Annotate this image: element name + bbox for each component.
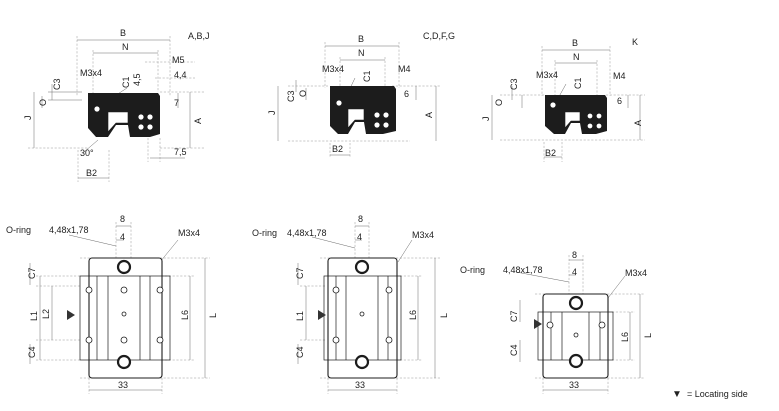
dim-label-C1: C1	[573, 77, 583, 89]
dim-label-C1: C1	[121, 76, 131, 88]
dim-label-O: O	[494, 99, 504, 106]
dim-label-4-4: 4,4	[174, 70, 187, 80]
dim-label-8: 8	[572, 250, 577, 260]
top-view-large: O-ring 4,48x1,78 8 4 M3x4 33 L L6 L1 L2 …	[6, 214, 218, 394]
dim-label-A: A	[424, 112, 434, 118]
o-ring-label: O-ring	[460, 265, 485, 275]
o-ring-label: O-ring	[6, 225, 31, 235]
o-ring-size: 4,48x1,78	[503, 265, 543, 275]
dim-label-L6: L6	[180, 310, 190, 320]
dim-label-M3x4: M3x4	[322, 64, 344, 74]
dim-label-C4: C4	[27, 346, 37, 358]
dim-label-8: 8	[358, 214, 363, 224]
dim-label-C7: C7	[27, 267, 37, 279]
dim-label-6: 6	[617, 96, 622, 106]
dim-label-4: 4	[572, 267, 577, 277]
dim-label-A: A	[633, 120, 643, 126]
dim-label-33: 33	[355, 380, 365, 390]
dim-label-4-5: 4,5	[132, 73, 142, 86]
end-view-k: B K N M3x4 M4 6 B2 C3 O J A C1	[481, 37, 645, 162]
dim-label-C4: C4	[295, 346, 305, 358]
top-view-medium: O-ring 4,48x1,78 8 4 M3x4 33 L L6 L1 C7 …	[252, 214, 449, 394]
dim-label-C7: C7	[295, 267, 305, 279]
top-view-short: O-ring 4,48x1,78 8 4 M3x4 33 L L6 C7 C4	[460, 250, 653, 394]
dim-label-4: 4	[120, 232, 125, 242]
dim-label-M3x4: M3x4	[178, 228, 200, 238]
dim-label-7-5: 7,5	[174, 147, 187, 157]
dim-label-M4: M4	[613, 71, 626, 81]
dim-label-L6: L6	[408, 310, 418, 320]
dim-label-4: 4	[357, 232, 362, 242]
dim-label-C3: C3	[286, 90, 296, 102]
dim-label-33: 33	[118, 380, 128, 390]
mounting-hole	[85, 286, 93, 294]
o-ring-label: O-ring	[252, 228, 277, 238]
legend-symbol: ▼	[672, 389, 682, 400]
dim-label-C1: C1	[362, 70, 372, 82]
legend-text: = Locating side	[687, 389, 748, 399]
dim-label-L1: L1	[295, 311, 305, 321]
legend: ▼ = Locating side	[672, 389, 748, 400]
carriage-plate	[88, 257, 163, 379]
dim-label-M3x4: M3x4	[412, 230, 434, 240]
dim-label-33: 33	[569, 380, 579, 390]
dim-label-L1: L1	[29, 311, 39, 321]
variant-label-k: K	[632, 37, 638, 47]
dim-label-N: N	[573, 52, 580, 62]
dim-label-N: N	[122, 42, 129, 52]
dim-label-M3x4: M3x4	[536, 70, 558, 80]
end-view-cdfg: B C,D,F,G N M3x4 M4 6 B2 C3 O J A C1	[267, 31, 455, 158]
dim-label-M5: M5	[172, 55, 185, 65]
dim-label-B: B	[572, 38, 578, 48]
dim-label-B2: B2	[332, 144, 343, 154]
dim-label-M3x4: M3x4	[625, 268, 647, 278]
dim-label-M4: M4	[398, 64, 411, 74]
dim-label-C7: C7	[509, 310, 519, 322]
carriage-plate	[327, 257, 398, 379]
locating-side-marker	[534, 319, 542, 329]
screw-hole	[93, 105, 101, 113]
dim-label-J: J	[267, 111, 277, 116]
dim-label-L: L	[439, 313, 449, 318]
dim-label-7: 7	[174, 98, 179, 108]
dim-label-O: O	[298, 90, 308, 97]
dim-label-30deg: 30°	[80, 148, 94, 158]
dim-label-J: J	[23, 116, 33, 121]
dim-label-L6: L6	[620, 332, 630, 342]
variant-label-cdfg: C,D,F,G	[423, 31, 455, 41]
variant-label-abj: A,B,J	[188, 31, 210, 41]
o-ring-size: 4,48x1,78	[287, 228, 327, 238]
dim-label-L: L	[208, 313, 218, 318]
o-ring	[116, 259, 132, 275]
dim-label-B2: B2	[545, 148, 556, 158]
dim-label-J: J	[481, 117, 491, 122]
dim-label-O: O	[38, 99, 48, 106]
dim-label-8: 8	[120, 214, 125, 224]
dim-label-C3: C3	[509, 78, 519, 90]
dim-label-L2: L2	[41, 309, 51, 319]
dim-label-C4: C4	[509, 344, 519, 356]
locating-side-marker	[318, 310, 326, 320]
dim-label-L: L	[643, 333, 653, 338]
end-view-abj: B A,B,J N M5 M3x4 4,4 7 7,5 30° B2 C3 O …	[23, 28, 210, 182]
dim-label-N: N	[358, 48, 365, 58]
locating-side-marker	[67, 310, 75, 320]
dim-label-M3x4: M3x4	[80, 68, 102, 78]
dim-label-B2: B2	[86, 168, 97, 178]
dim-label-A: A	[193, 118, 203, 124]
dim-label-B: B	[358, 34, 364, 44]
dim-label-B: B	[120, 28, 126, 38]
o-ring-size: 4,48x1,78	[49, 225, 89, 235]
dim-label-C3: C3	[52, 78, 62, 90]
dim-label-6: 6	[404, 89, 409, 99]
